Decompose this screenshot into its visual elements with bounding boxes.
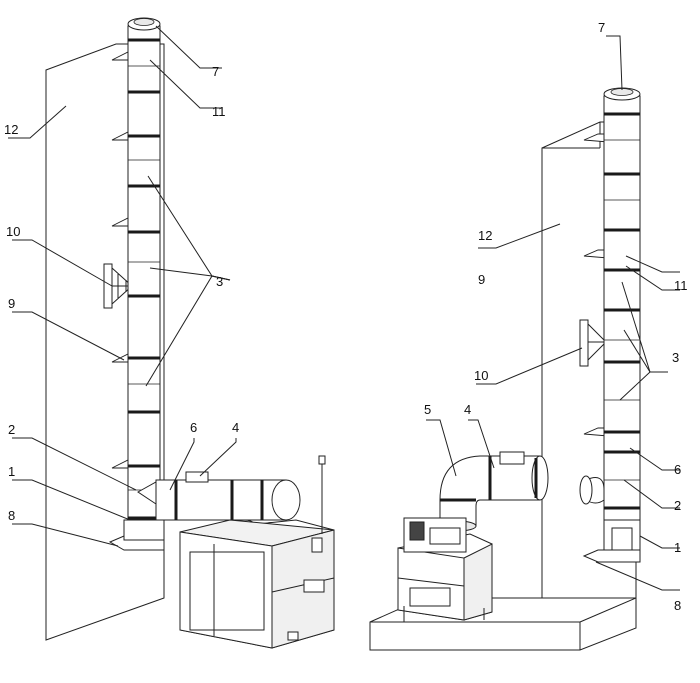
label-left-3: 3 [216,274,223,289]
label-right-7: 7 [598,20,605,35]
right-boiler [397,517,493,622]
left-horizontal-flue [137,471,301,530]
label-left-1: 1 [8,464,15,479]
label-left-12: 12 [4,122,18,137]
label-left-10: 10 [6,224,20,239]
label-right-10: 10 [474,368,488,383]
label-right-6: 6 [674,462,681,477]
label-right-12: 12 [478,228,492,243]
label-left-4: 4 [232,420,239,435]
left-bottom-bracket [108,519,165,551]
leader-lines [8,25,680,591]
left-vertical-pipe [127,17,161,545]
label-left-8: 8 [8,508,15,523]
right-vertical-pipe [603,87,641,531]
label-right-4: 4 [464,402,471,417]
right-bottom-bracket [582,519,641,563]
right-elbow-and-flue [439,451,549,532]
label-left-11: 11 [212,104,226,119]
left-boiler [179,455,335,649]
part-labels: 1 2 3 4 6 7 8 9 10 11 12 1 2 3 4 5 6 7 8… [4,20,688,613]
label-right-2: 2 [674,498,681,513]
label-right-9: 9 [478,272,485,287]
label-left-6: 6 [190,420,197,435]
label-right-1: 1 [674,540,681,555]
left-assembly [45,17,335,649]
label-left-9: 9 [8,296,15,311]
label-right-3: 3 [672,350,679,365]
right-wall-brackets [583,133,609,437]
label-right-5: 5 [424,402,431,417]
label-left-7: 7 [212,64,219,79]
right-assembly [369,87,641,651]
left-truss-support [103,263,133,309]
label-left-2: 2 [8,422,15,437]
right-tee-inlet [579,475,605,505]
label-right-11: 11 [674,278,688,293]
label-right-8: 8 [674,598,681,613]
